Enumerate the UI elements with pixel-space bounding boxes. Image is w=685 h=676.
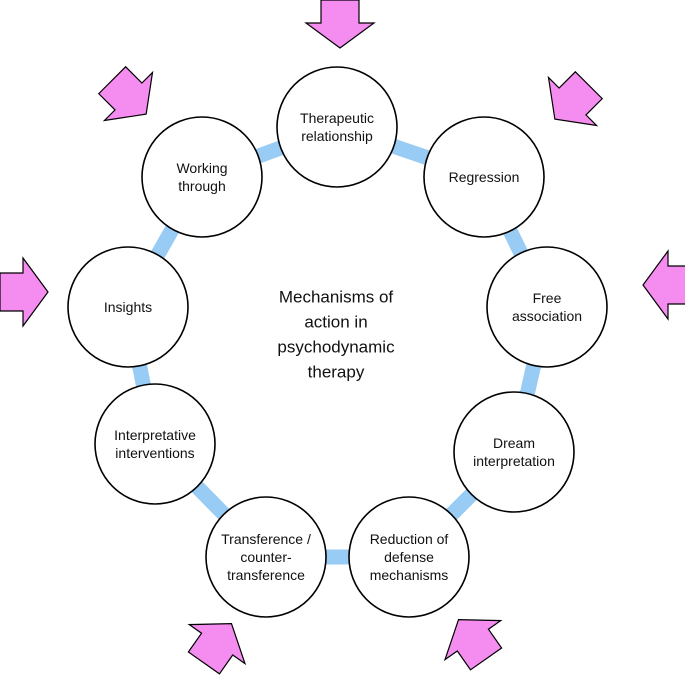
node-label-line: interpretation [473,453,555,469]
center-label-line: therapy [308,363,365,382]
node-circle [348,496,470,618]
pink-arrow-icon [547,70,604,127]
node-label-line: Reduction of [370,531,449,547]
node-label: Transference / counter-transference [221,531,311,583]
node-circle [205,496,327,618]
node-label: Insights [104,299,152,315]
pink-arrow-icon [443,619,503,671]
node-label-line: Free [533,290,562,306]
node-therapeutic-relationship: Therapeutic relationship [276,66,398,188]
center-label: Mechanisms of action in psychodynamic thera… [277,288,395,382]
node-insights: Insights [67,246,189,368]
node-label-line: Working [176,160,227,176]
node-label-line: Interpretative [114,427,196,443]
pink-arrow-icon [187,623,247,675]
node-circle [486,246,608,368]
center-label-line: psychodynamic [277,338,395,357]
node-label: Interpretative interventions [114,427,196,461]
node-label-line: relationship [301,128,373,144]
node-label: Working through [176,160,227,194]
node-circle [423,116,545,238]
node-label-line: Insights [104,299,152,315]
pink-arrow-icon [0,256,49,328]
center-label-line: Mechanisms of [279,288,394,307]
node-label-line: Therapeutic [300,110,374,126]
node-label-line: through [178,178,225,194]
node-circle [453,391,575,513]
node-working-through: Working through [141,116,263,238]
node-label-line: mechanisms [370,567,449,583]
node-label: Reduction of defense mechanisms [370,531,449,583]
center-label-line: action in [304,313,367,332]
node-label-line: counter- [240,549,292,565]
node-label: Dream interpretation [473,435,555,469]
node-label-line: transference [227,567,305,583]
pink-arrow-icon [97,65,154,122]
node-label-line: Transference / [221,531,311,547]
node-circle [276,66,398,188]
node-label-line: defense [384,549,434,565]
pink-arrow-icon [304,0,376,49]
node-circle [141,116,263,238]
pink-arrow-icon [642,249,685,321]
node-reduction-of-defense-mechanisms: Reduction of defense mechanisms [348,496,470,618]
node-interpretative-interventions: Interpretative interventions [94,383,216,505]
node-free-association: Free association [486,246,608,368]
node-label-line: Dream [493,435,535,451]
node-label-line: interventions [115,445,194,461]
node-label: Regression [449,169,520,185]
node-dream-interpretation: Dream interpretation [453,391,575,513]
node-transference-countertransference: Transference / counter-transference [205,496,327,618]
node-circle [67,246,189,368]
node-label-line: association [512,308,582,324]
node-circle [94,383,216,505]
node-regression: Regression [423,116,545,238]
node-label-line: Regression [449,169,520,185]
node-label: Free association [512,290,582,324]
node-label: Therapeutic relationship [300,110,374,144]
